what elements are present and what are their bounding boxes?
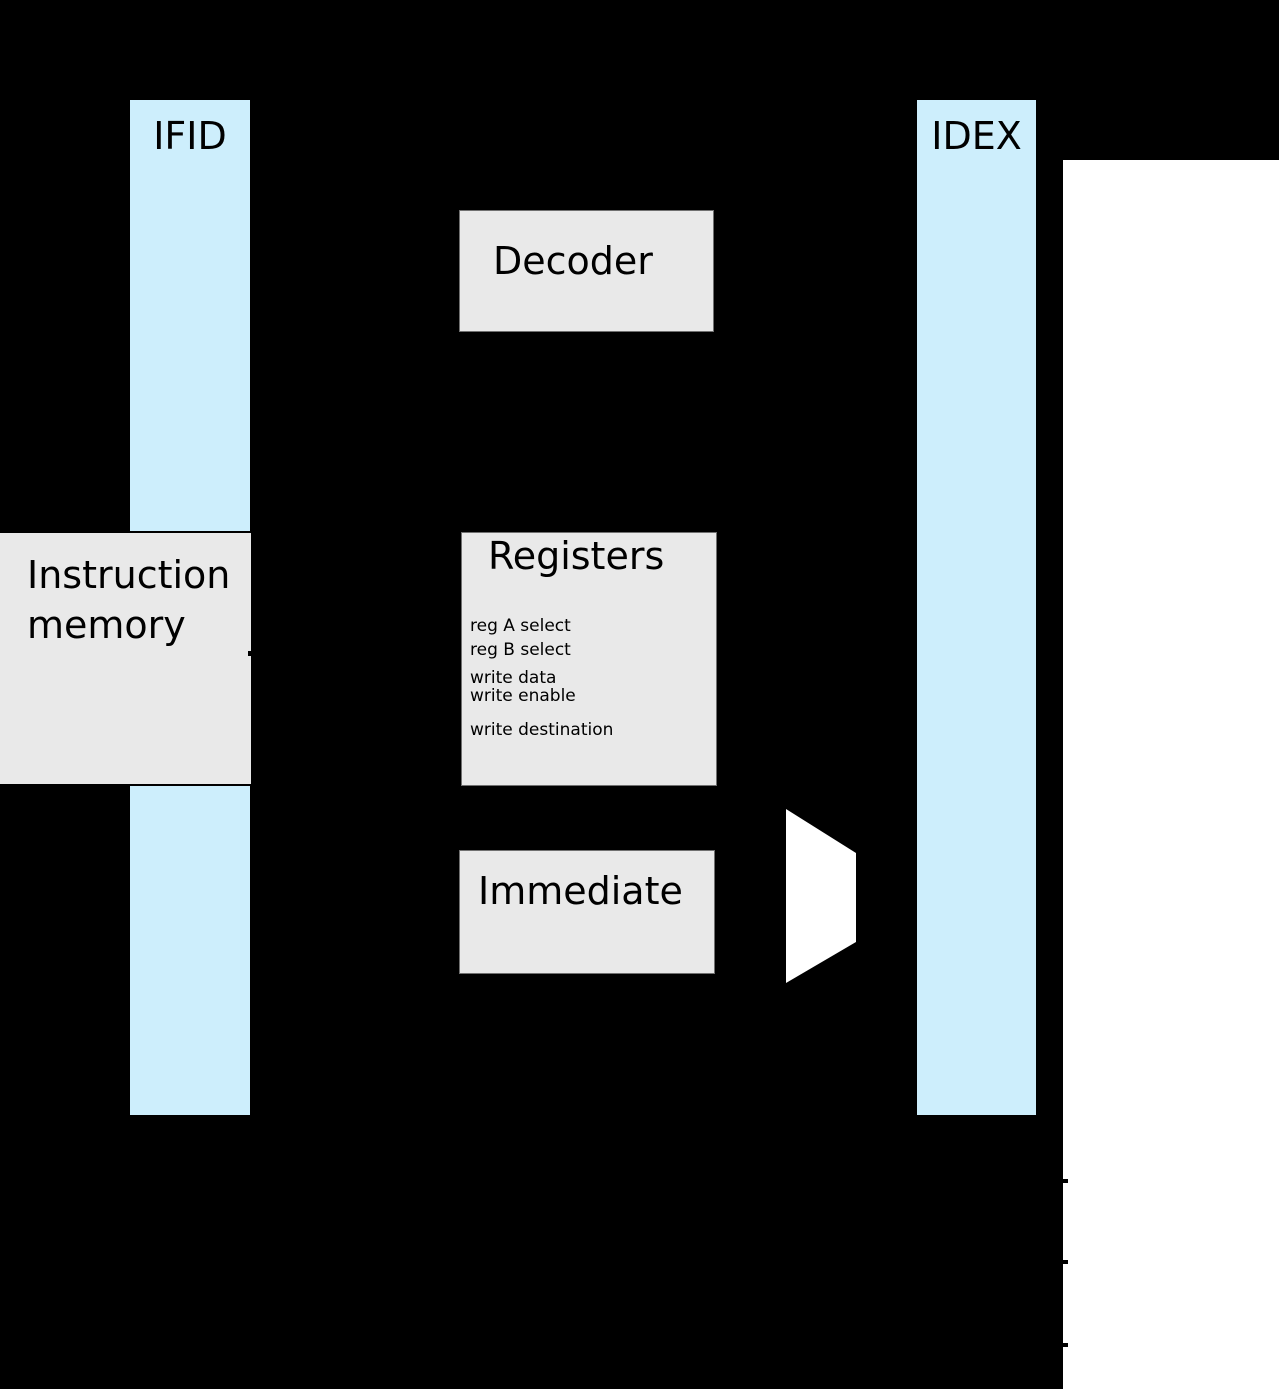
port-label-reg-b-select: reg B select [470, 640, 571, 660]
mux-trapezoid-icon [786, 809, 856, 983]
registers-block: Registers reg A select reg B select writ… [461, 532, 717, 786]
decoder-block: Decoder [459, 210, 714, 332]
ifid-label: IFID [153, 114, 227, 158]
instruction-memory-label-line2: memory [27, 603, 186, 647]
port-label-write-data: write data [470, 668, 557, 688]
immediate-label: Immediate [478, 869, 683, 913]
port-label-write-destination: write destination [470, 720, 614, 740]
idex-label: IDEX [931, 114, 1022, 158]
registers-title: Registers [488, 534, 665, 578]
port-label-write-enable: write enable [470, 686, 576, 706]
wire-stub-instruction-memory [248, 651, 254, 656]
decoder-label: Decoder [493, 239, 653, 283]
wire-stub-next-stage-2 [1063, 1260, 1068, 1264]
instruction-memory-label-line1: Instruction [27, 553, 231, 597]
next-stage-background [1063, 160, 1279, 1389]
mux-shape [786, 809, 856, 983]
port-label-reg-a-select: reg A select [470, 616, 571, 636]
instruction-memory-block: Instruction memory [0, 531, 253, 786]
wire-stub-next-stage-1 [1063, 1179, 1068, 1183]
wire-stub-next-stage-3 [1063, 1343, 1068, 1347]
pipeline-register-idex: IDEX [915, 98, 1038, 1117]
immediate-block: Immediate [459, 850, 715, 974]
instruction-memory-label: Instruction memory [27, 550, 230, 650]
